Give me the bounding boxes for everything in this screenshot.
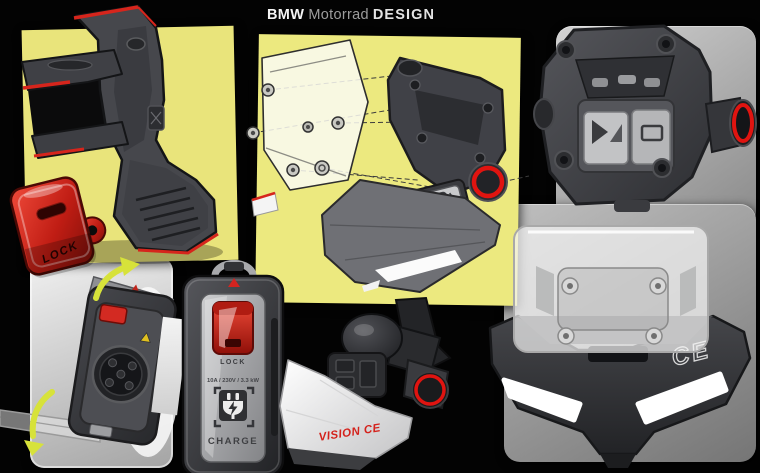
white-fairing <box>279 359 413 467</box>
device-lock-label: LOCK <box>220 359 246 366</box>
led-strip-right <box>635 371 729 425</box>
fairing-sketch <box>321 179 501 293</box>
windscreen-screw-icons <box>557 277 667 345</box>
brand-design: DESIGN <box>372 7 436 23</box>
screw-icons <box>246 83 345 177</box>
mount-bracket-sketch <box>21 4 223 264</box>
page-title: BMW Motorrad DESIGN <box>0 7 702 23</box>
vision-ce-fairing-render: VISION CE <box>279 296 452 470</box>
open-cover-flap <box>0 409 101 443</box>
red-latch <box>98 304 128 325</box>
red-ring-marker-icon <box>414 374 446 406</box>
brand-bmw: BMW <box>266 7 305 23</box>
top-ring-detail <box>126 37 146 51</box>
handlebar-mount-render <box>533 24 757 212</box>
windscreen-plate-sketch <box>261 39 369 191</box>
screw-boss-icons <box>554 34 676 178</box>
red-ring-marker-icon <box>471 165 505 199</box>
lock-clip-icon: LOCK <box>9 176 107 278</box>
brand-motorrad: Motorrad <box>308 7 369 23</box>
plug-icon <box>213 386 255 428</box>
charge-flap-device-render: LOCK 10A / 230V / 3.3 kW CHARGE <box>181 259 285 473</box>
lightning-bolt-icon <box>228 401 238 416</box>
warning-triangle-icon <box>139 331 151 343</box>
red-ring-marker-icon <box>732 103 754 143</box>
arrow-open-up-icon <box>93 257 140 301</box>
windscreen-render <box>512 225 709 353</box>
bolt-icons <box>409 79 494 164</box>
arrow-open-down-icon <box>24 389 55 456</box>
exploded-assembly-sketch <box>246 39 530 293</box>
ce-front-render: CE <box>488 225 752 468</box>
red-arrow-indicator-icon <box>228 278 240 287</box>
red-accent-edge <box>73 5 139 20</box>
device-spec-label: 10A / 230V / 3.3 kW <box>207 378 260 384</box>
lock-slider-icon <box>212 301 254 355</box>
switch-plates <box>583 75 671 165</box>
led-strip-left <box>501 377 583 423</box>
charging-socket-icon <box>91 344 151 404</box>
vent-ribs <box>135 186 201 242</box>
charging-port-render <box>0 257 180 457</box>
device-charge-label: CHARGE <box>208 436 258 447</box>
led-strip-sketch <box>375 250 462 282</box>
